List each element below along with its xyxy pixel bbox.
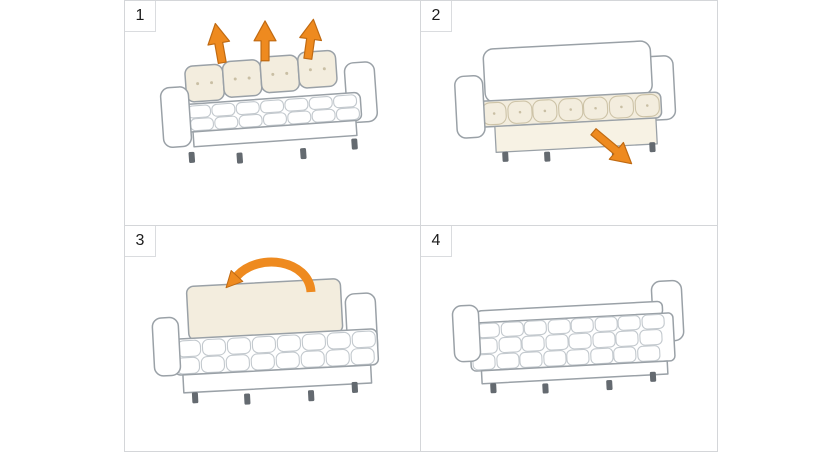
back-cushions: [184, 49, 338, 103]
sofa-step-1-illustration: [159, 18, 379, 164]
sofa-step-3-illustration: [151, 257, 380, 405]
sofa-step-4-illustration: [451, 279, 685, 394]
sofa-bed-flat: [451, 279, 685, 394]
panel-step-1: 1: [125, 1, 421, 226]
panel-step-2: 2: [421, 1, 717, 226]
panel-number: 2: [421, 1, 452, 32]
panel-step-4: 4: [421, 226, 717, 451]
sofa: [159, 49, 379, 164]
seat-tufting: [481, 93, 660, 126]
arrow-curved-fold-icon: [225, 257, 316, 293]
seat-tufting: [187, 94, 361, 132]
panel-number: 3: [125, 226, 156, 257]
sofa-step-2-illustration: [454, 40, 677, 165]
sofa: [151, 278, 380, 405]
steps-grid: 1: [124, 0, 718, 452]
sofa: [454, 40, 677, 162]
panel-number: 4: [421, 226, 452, 257]
panel-step-3: 3: [125, 226, 421, 451]
arrow-down-right-icon: [590, 128, 633, 165]
panel-number: 1: [125, 1, 156, 32]
pull-out-base: [494, 117, 658, 153]
arrows-up-icon: [207, 18, 323, 65]
seat-tufting: [175, 330, 376, 375]
